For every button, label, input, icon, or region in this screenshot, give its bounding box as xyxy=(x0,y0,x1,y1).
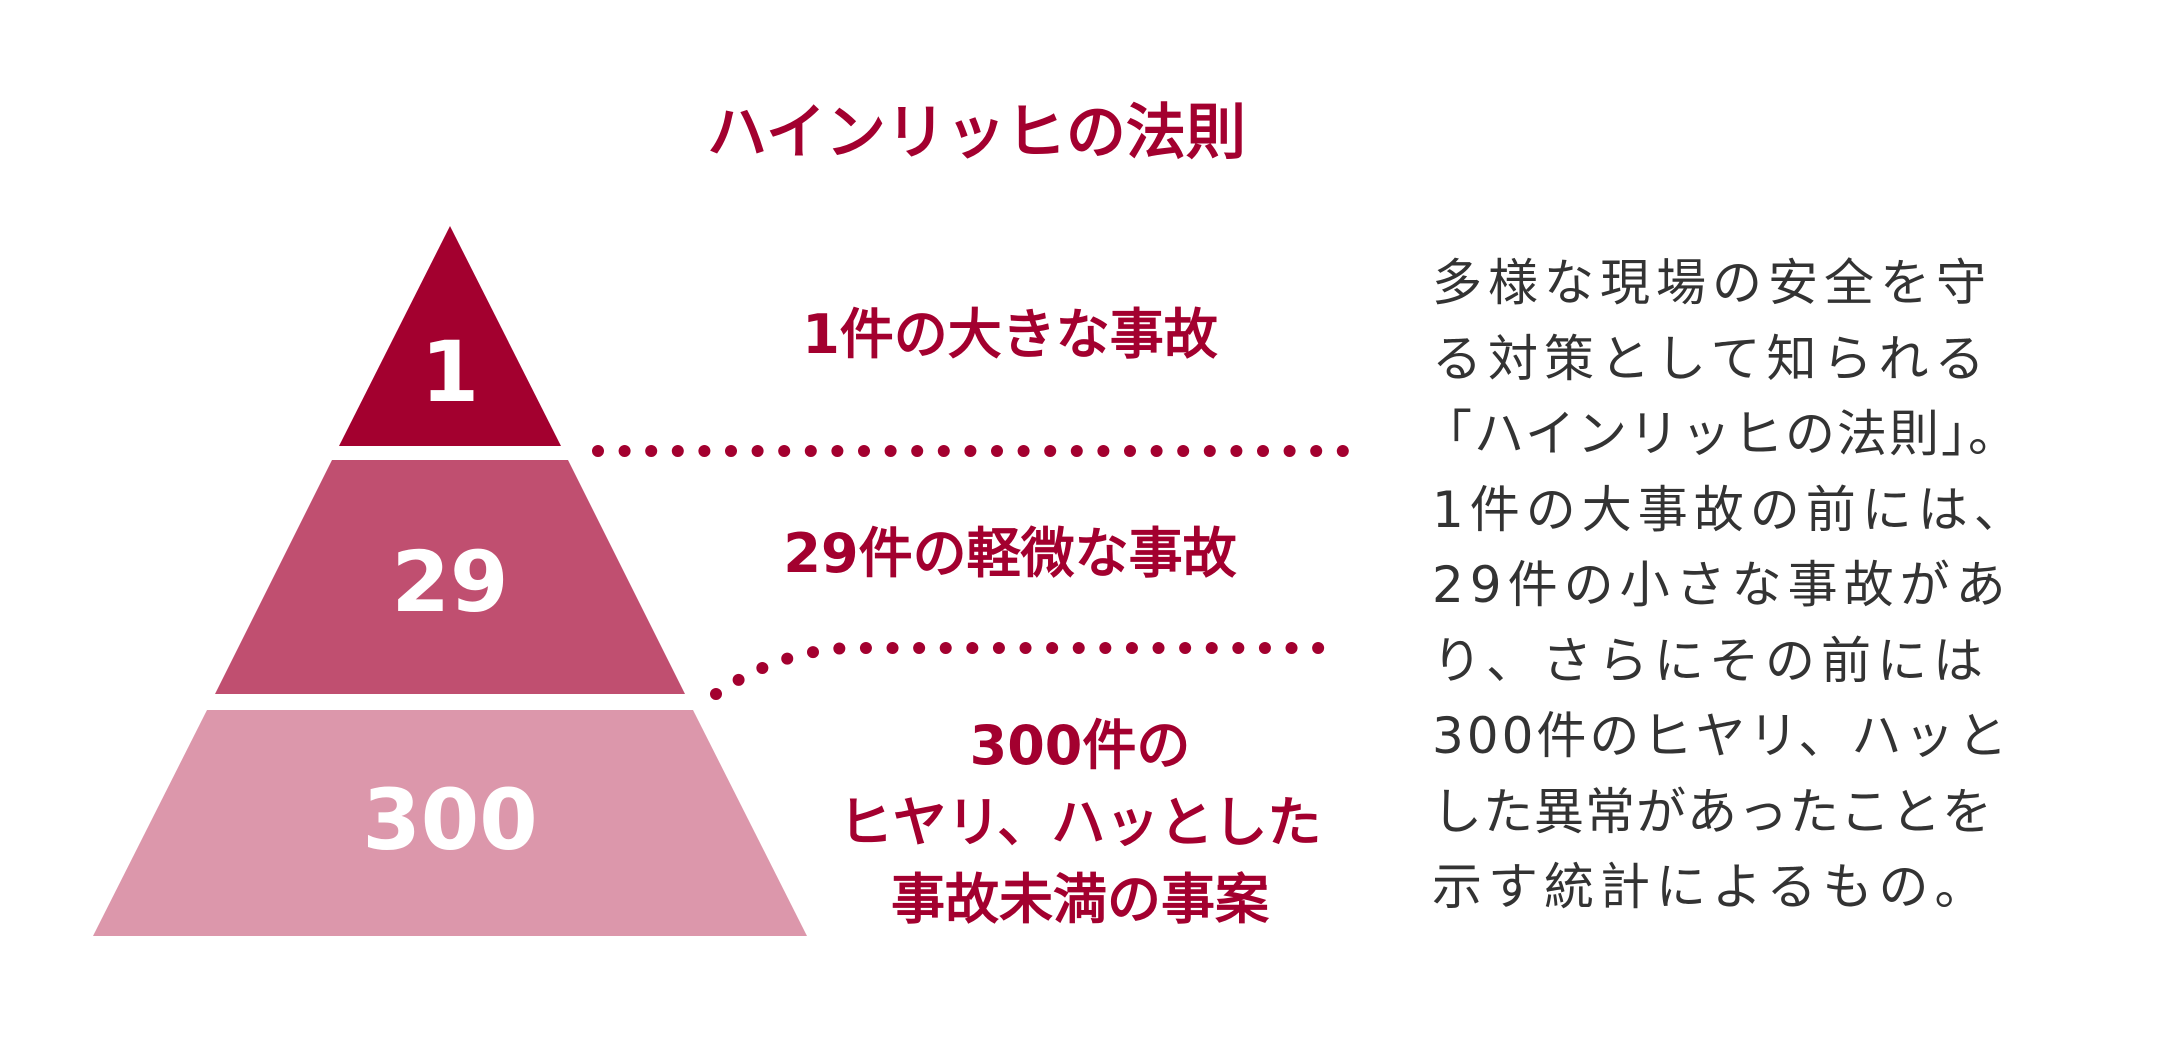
dotted-divider-2 xyxy=(710,642,1350,700)
description-line: 「ハインリッヒの法則」。 xyxy=(1422,405,2020,463)
tier-1-label: 1件の大きな事故 xyxy=(802,303,1218,366)
diagram-title: ハインリッヒの法則 xyxy=(707,98,1246,168)
description-line: 29件の小さな事故があ xyxy=(1432,556,2012,614)
tier-1-number: 1 xyxy=(420,323,480,421)
description-line: 1件の大事故の前には、 xyxy=(1432,480,2030,539)
description-line: 示す統計によるもの。 xyxy=(1432,858,1991,916)
tier-3-label-line: 300件の xyxy=(969,714,1191,777)
tier-3-number: 300 xyxy=(362,771,538,869)
description-line: した異常があったことを xyxy=(1432,782,1993,841)
description-text: 多様な現場の安全を守 る対策として知られる 「ハインリッヒの法則」。 1件の大事… xyxy=(1422,246,2092,926)
pyramid-tier-1 xyxy=(339,226,561,446)
tier-3-label: 300件の ヒヤリ、ハッとした 事故未満の事案 xyxy=(839,707,1322,938)
description-line: 多様な現場の安全を守 xyxy=(1432,254,1992,312)
tier-2-label: 29件の軽微な事故 xyxy=(783,522,1237,585)
tier-2-number: 29 xyxy=(391,533,509,631)
pyramid-tier-2 xyxy=(215,460,685,694)
tier-3-label-line: ヒヤリ、ハッとした xyxy=(838,791,1322,854)
pyramid-tier-3 xyxy=(93,710,807,936)
description-line: り、さらにその前には xyxy=(1432,631,1989,690)
description-line: 300件のヒヤリ、ハッと xyxy=(1432,707,2011,765)
tier-3-label-line: 事故未満の事案 xyxy=(890,868,1269,931)
description-line: る対策として知られる xyxy=(1432,329,1991,388)
